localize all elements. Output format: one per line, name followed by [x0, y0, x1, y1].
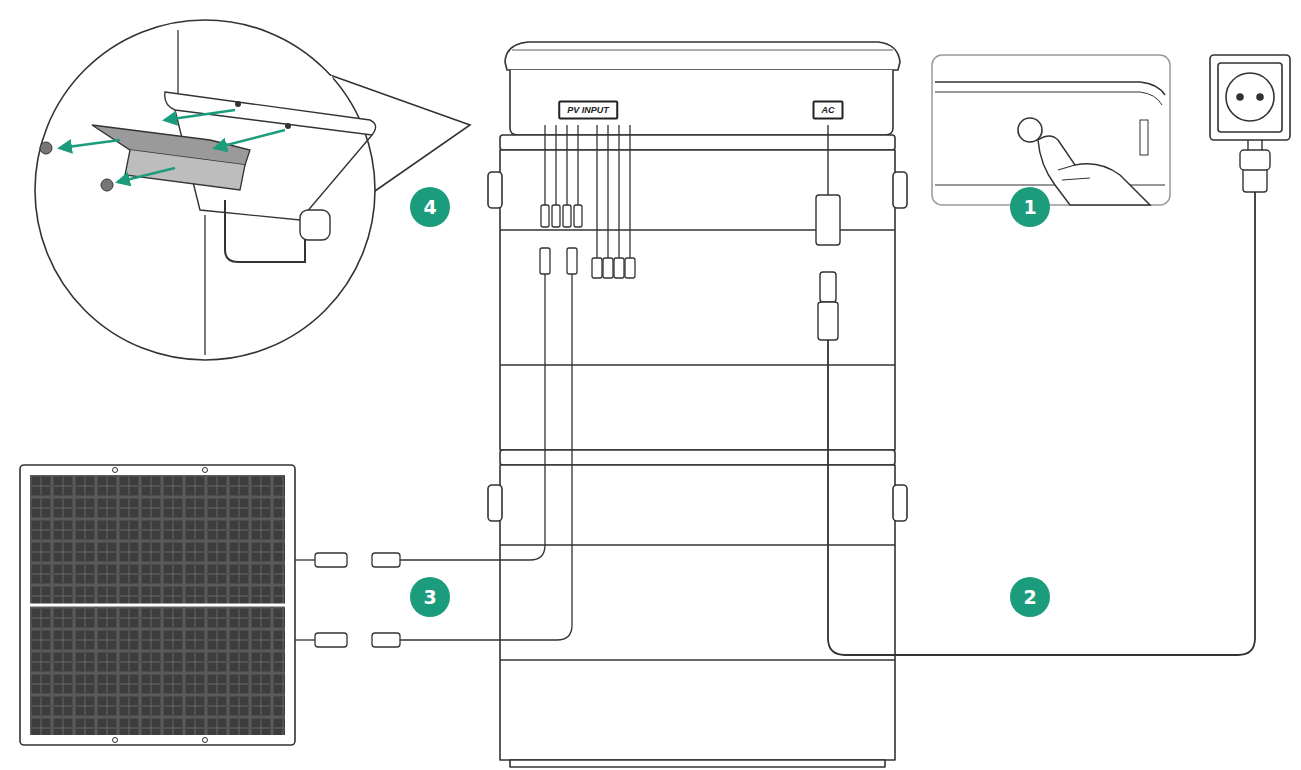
callout-number: 4: [410, 187, 450, 227]
callout-number: 1: [1010, 187, 1050, 227]
callout-number: 3: [410, 577, 450, 617]
wall-socket: [1210, 55, 1290, 140]
device-stack: [488, 42, 907, 767]
inset-power-button: [932, 55, 1170, 205]
solar-panel: [20, 465, 295, 745]
inset-bracket: [35, 20, 470, 360]
ac-cable: [816, 125, 1270, 655]
port-label: PV INPUT: [558, 101, 618, 120]
port-label: AC: [813, 101, 844, 120]
callout-number: 2: [1010, 577, 1050, 617]
